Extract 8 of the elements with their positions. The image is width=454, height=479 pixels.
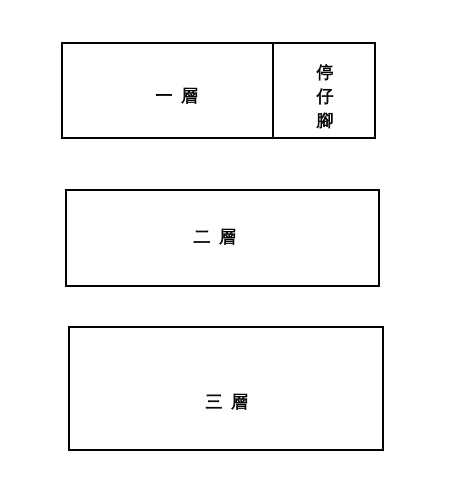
- floor-label: 二層: [194, 230, 244, 246]
- floor-label: 一層: [156, 88, 206, 106]
- floor-box: [65, 189, 380, 287]
- floor-label: 停仔腳: [316, 62, 334, 133]
- floor-box: [272, 42, 376, 139]
- floor-box: [68, 326, 384, 451]
- floor-label: 三層: [206, 394, 256, 412]
- floor-box: [61, 42, 275, 139]
